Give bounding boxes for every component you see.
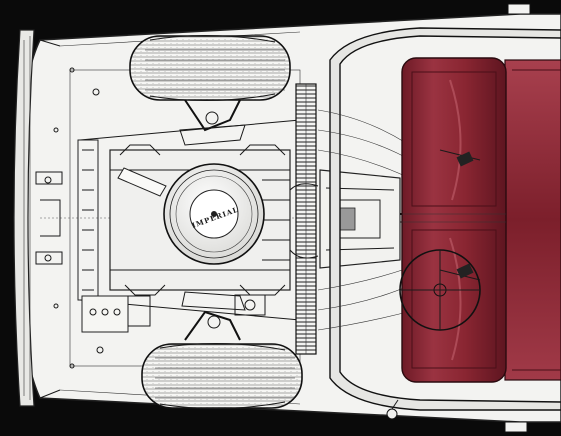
air-cleaner: IMPERIAL <box>163 163 265 265</box>
rear-seat <box>504 59 561 381</box>
front-seat <box>401 57 507 383</box>
tire-lower <box>141 342 303 410</box>
suspension-upper <box>179 99 246 146</box>
radiator-grille <box>295 83 317 355</box>
windshield-frame <box>317 27 561 411</box>
tire-upper <box>129 34 291 102</box>
side-mirror <box>386 3 531 433</box>
front-bumper <box>13 29 35 407</box>
steering-wheel <box>399 249 481 331</box>
suspension-lower <box>181 291 246 341</box>
fasteners <box>53 67 104 369</box>
